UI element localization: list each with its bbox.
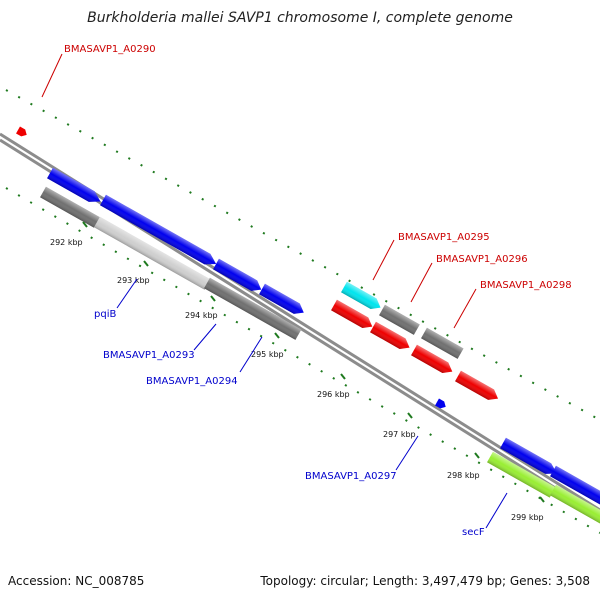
- backbone-line-outer: [0, 132, 600, 512]
- gene-red-3[interactable]: [411, 344, 455, 377]
- gene-label-A0295[interactable]: BMASAVP1_A0295: [398, 232, 490, 243]
- tick-label-297kbp: 297 kbp: [383, 430, 416, 439]
- tick-label-292kbp: 292 kbp: [50, 238, 83, 247]
- gene-label-A0298[interactable]: BMASAVP1_A0298: [480, 280, 572, 291]
- tick-mark: [274, 332, 280, 339]
- forward-strand-genes: [16, 126, 501, 404]
- tick-mark: [539, 496, 545, 503]
- tick-mark: [82, 221, 88, 228]
- gene-lightgray-pqiB[interactable]: [94, 216, 211, 290]
- forward-gene-labels: BMASAVP1_A0290 BMASAVP1_A0295 BMASAVP1_A…: [41, 44, 572, 329]
- tick-label-294kbp: 294 kbp: [185, 311, 218, 320]
- genome-summary-text: Topology: circular; Length: 3,497,479 bp…: [260, 574, 590, 588]
- leader-line: [395, 435, 419, 471]
- leader-line: [410, 262, 433, 303]
- gene-gray-A0298[interactable]: [421, 327, 464, 359]
- gene-blue-small[interactable]: [435, 398, 448, 411]
- accession-text: Accession: NC_008785: [8, 574, 145, 588]
- leader-line: [239, 336, 263, 373]
- gene-red-2[interactable]: [370, 321, 412, 353]
- gene-label-A0296[interactable]: BMASAVP1_A0296: [436, 254, 528, 265]
- gene-gray-1[interactable]: [40, 186, 100, 228]
- gene-blue-2[interactable]: [100, 194, 219, 269]
- tick-mark: [340, 373, 346, 380]
- tick-mark: [407, 412, 413, 419]
- tick-labels: 292 kbp 293 kbp 294 kbp 295 kbp 296 kbp …: [50, 238, 544, 522]
- gene-blue-5[interactable]: [500, 437, 560, 479]
- leader-line: [193, 323, 217, 351]
- gene-label-A0297[interactable]: BMASAVP1_A0297: [305, 471, 397, 482]
- tick-marks: [82, 221, 545, 503]
- gene-lime-secF[interactable]: [487, 451, 556, 498]
- gene-blue-4[interactable]: [259, 283, 307, 318]
- leader-line: [41, 53, 63, 98]
- gene-red-1[interactable]: [331, 299, 375, 332]
- tick-label-296kbp: 296 kbp: [317, 390, 350, 399]
- gene-red-A0290[interactable]: [16, 126, 29, 139]
- leader-line: [116, 278, 138, 309]
- gene-gray-2[interactable]: [204, 277, 302, 340]
- gene-label-A0290[interactable]: BMASAVP1_A0290: [64, 44, 156, 55]
- gene-label-pqiB[interactable]: pqiB: [94, 309, 116, 320]
- tick-label-298kbp: 298 kbp: [447, 471, 480, 480]
- reverse-strand-genes: [40, 167, 600, 530]
- tick-mark: [210, 295, 216, 302]
- gene-blue-1[interactable]: [47, 167, 103, 207]
- gene-blue-3[interactable]: [213, 258, 264, 295]
- gene-lime-2[interactable]: [550, 484, 600, 530]
- outer-dotted-guide: [5, 89, 600, 421]
- leader-line: [453, 288, 477, 329]
- gene-label-A0293[interactable]: BMASAVP1_A0293: [103, 350, 195, 361]
- reverse-gene-labels: pqiB BMASAVP1_A0293 BMASAVP1_A0294 BMASA…: [94, 278, 508, 538]
- gene-red-4[interactable]: [455, 370, 501, 404]
- gene-gray-A0296[interactable]: [379, 304, 420, 335]
- inner-dotted-guide: [5, 187, 600, 534]
- chromosome-backbone: [0, 132, 600, 518]
- gene-label-secF[interactable]: secF: [462, 527, 485, 538]
- map-title: Burkholderia mallei SAVP1 chromosome I, …: [87, 10, 513, 26]
- leader-line: [372, 239, 395, 281]
- gene-blue-6[interactable]: [550, 465, 600, 506]
- tick-guide-lines: [5, 89, 600, 534]
- leader-line: [485, 492, 508, 529]
- gene-label-A0294[interactable]: BMASAVP1_A0294: [146, 376, 238, 387]
- tick-label-299kbp: 299 kbp: [511, 513, 544, 522]
- tick-mark: [474, 452, 480, 459]
- tick-mark: [143, 260, 149, 267]
- backbone-line-inner: [0, 138, 600, 518]
- tick-label-295kbp: 295 kbp: [251, 350, 284, 359]
- tick-label-293kbp: 293 kbp: [117, 276, 150, 285]
- gene-cyan-A0295[interactable]: [341, 281, 383, 313]
